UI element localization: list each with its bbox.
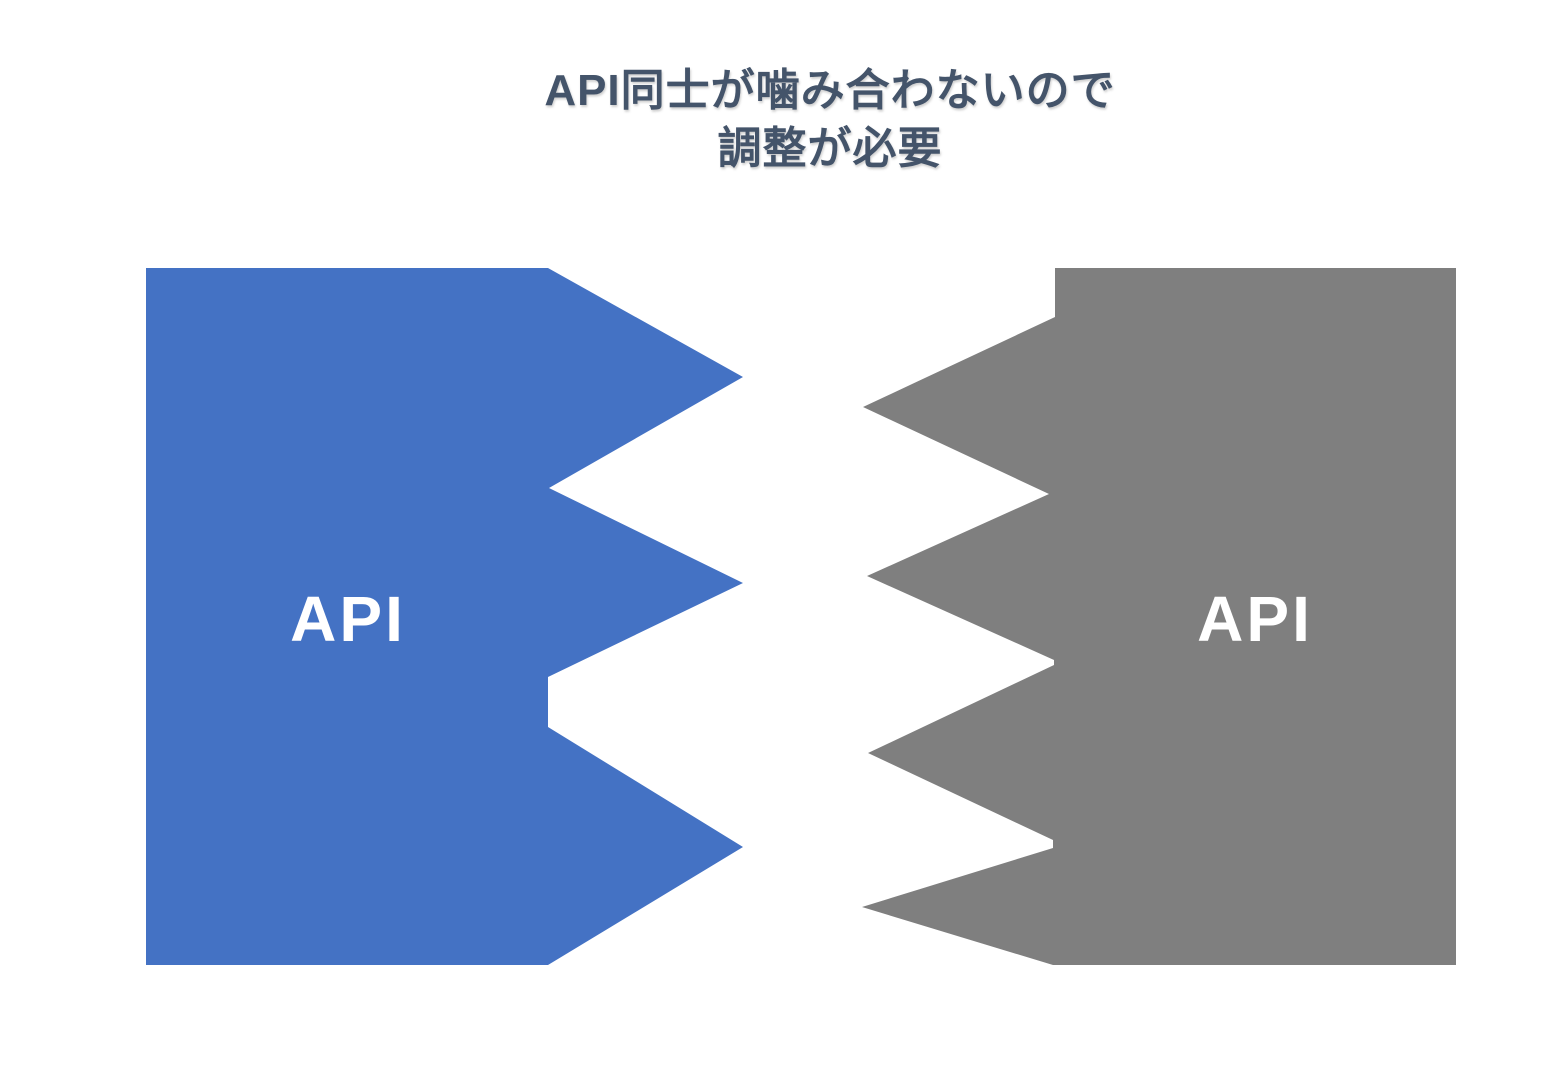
left-api-shape (146, 268, 743, 965)
right-api-label: API (1197, 583, 1313, 655)
slide-title-line-1: API同士が噛み合わないので (544, 66, 1116, 115)
right-api-shape (862, 268, 1456, 965)
slide-title-line-2: 調整が必要 (717, 124, 943, 173)
left-api-label: API (290, 583, 406, 655)
slide-title: API同士が噛み合わないので 調整が必要 (430, 62, 1230, 178)
